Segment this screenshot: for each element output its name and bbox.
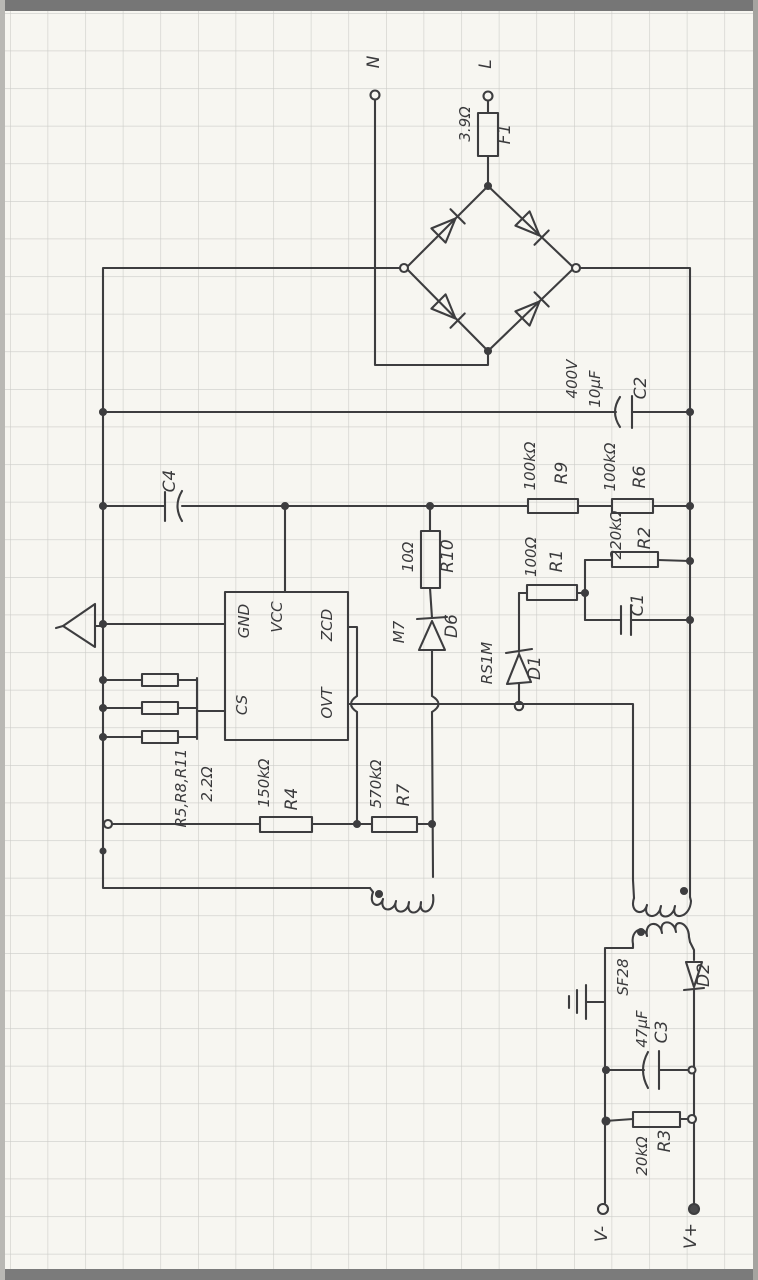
capacitor-c2: [98, 394, 695, 430]
resistor-r9-value: 100kΩ: [521, 441, 539, 490]
ic-controller: [98, 504, 635, 882]
bridge-diode-top-left: [430, 208, 466, 244]
zcd-pin-wire: [346, 625, 359, 698]
photo-edge-top: [0, 0, 758, 11]
terminal-v-minus-label: V-: [592, 1226, 612, 1242]
diode-d2: [682, 960, 706, 1205]
resistor-r6-ref: R6: [630, 466, 650, 489]
ic-pin-zcd: ZCD: [318, 609, 336, 642]
resistor-r4: [102, 815, 374, 834]
ground-symbol: [54, 602, 105, 649]
resistor-r2-ref: R2: [635, 527, 655, 550]
resistor-r3: [601, 1110, 698, 1129]
positive-bus-rail: [578, 266, 692, 899]
resistor-r7: [370, 815, 434, 834]
terminal-v-plus: [687, 1202, 701, 1216]
capacitor-c4: [163, 489, 530, 523]
diode-d2-ref: D2: [694, 963, 714, 987]
capacitor-c2-value: 10µF: [586, 370, 604, 408]
ic-pin-out: OVT: [318, 686, 336, 719]
capacitor-c3: [601, 1049, 697, 1091]
terminal-l-label: L: [476, 59, 496, 68]
fuse-f1: [476, 111, 500, 188]
capacitor-c3-ref: C3: [652, 1021, 672, 1044]
resistor-r4-ref: R4: [282, 788, 302, 811]
resistor-group-r5-r8-r11: [98, 672, 199, 855]
transformer-primary-winding: [631, 878, 693, 918]
resistor-r6-value: 100kΩ: [601, 442, 619, 491]
bridge-right-node: [570, 262, 582, 274]
resistor-r7-ref: R7: [394, 784, 414, 807]
capacitor-c1-ref: C1: [628, 594, 648, 617]
bridge-left-node: [398, 262, 410, 274]
resistor-r10-ref: R10: [438, 539, 458, 572]
terminal-v-plus-label: V+: [681, 1223, 701, 1249]
resistor-r1: [517, 558, 590, 622]
resistor-r6: [610, 497, 695, 515]
capacitor-c2-rating: 400V: [563, 358, 581, 399]
bridge-diode-bottom-right: [514, 291, 550, 327]
bridge-diode-top-right: [514, 210, 550, 246]
out-pin-wire: [346, 702, 635, 882]
resistor-r7-value: 570kΩ: [367, 759, 385, 808]
photo-edge-right: [753, 0, 758, 1280]
vcc-line: [98, 501, 167, 511]
fuse-f1-value: 3.9Ω: [456, 106, 474, 142]
bridge-rectifier: [398, 181, 582, 356]
photo-edge-left: [0, 0, 5, 1280]
capacitor-c4-ref: C4: [160, 470, 180, 493]
capacitor-c2-ref: C2: [631, 377, 651, 400]
resistor-r2-value: 220kΩ: [607, 510, 625, 559]
resistor-group-ref: R5,R8,R11: [172, 749, 190, 828]
bridge-diode-bottom-left: [430, 293, 466, 329]
terminal-v-minus: [596, 1202, 610, 1216]
transformer-aux-winding: [368, 886, 435, 914]
diode-d1-ref: D1: [525, 656, 545, 680]
capacitor-c1: [583, 603, 695, 637]
resistor-r1-ref: R1: [547, 550, 567, 573]
resistor-r10-value: 10Ω: [399, 541, 417, 572]
ic-pin-gnd: GND: [235, 604, 253, 638]
fuse-f1-ref: F1: [495, 124, 515, 145]
resistor-r9-ref: R9: [552, 462, 572, 485]
resistor-r3-value: 20kΩ: [633, 1136, 651, 1176]
photo-edge-bottom: [0, 1269, 758, 1280]
terminal-l: [482, 90, 494, 115]
diode-d2-value: SF28: [614, 958, 632, 995]
ic-pin-cs: CS: [233, 694, 251, 715]
resistor-group-value: 2.2Ω: [198, 766, 216, 802]
diode-d6-ref: D6: [442, 614, 462, 638]
resistor-r10: [419, 504, 442, 620]
resistor-r1-value: 100Ω: [522, 536, 540, 577]
negative-bus-rail: [101, 266, 402, 890]
terminal-n-label: N: [364, 55, 384, 68]
chassis-ground-symbol: [567, 983, 606, 1021]
terminal-n: [369, 89, 490, 367]
resistor-r9: [526, 497, 614, 515]
resistor-r4-value: 150kΩ: [255, 758, 273, 807]
diode-d1-value: RS1M: [478, 642, 496, 684]
ic-pin-vcc: VCC: [268, 601, 286, 633]
resistor-r2: [583, 550, 695, 569]
capacitor-c3-value: 47µF: [633, 1010, 651, 1048]
resistor-r3-ref: R3: [655, 1130, 675, 1153]
transformer-secondary-winding: [604, 921, 696, 962]
diode-d6-value: M7: [390, 620, 408, 643]
